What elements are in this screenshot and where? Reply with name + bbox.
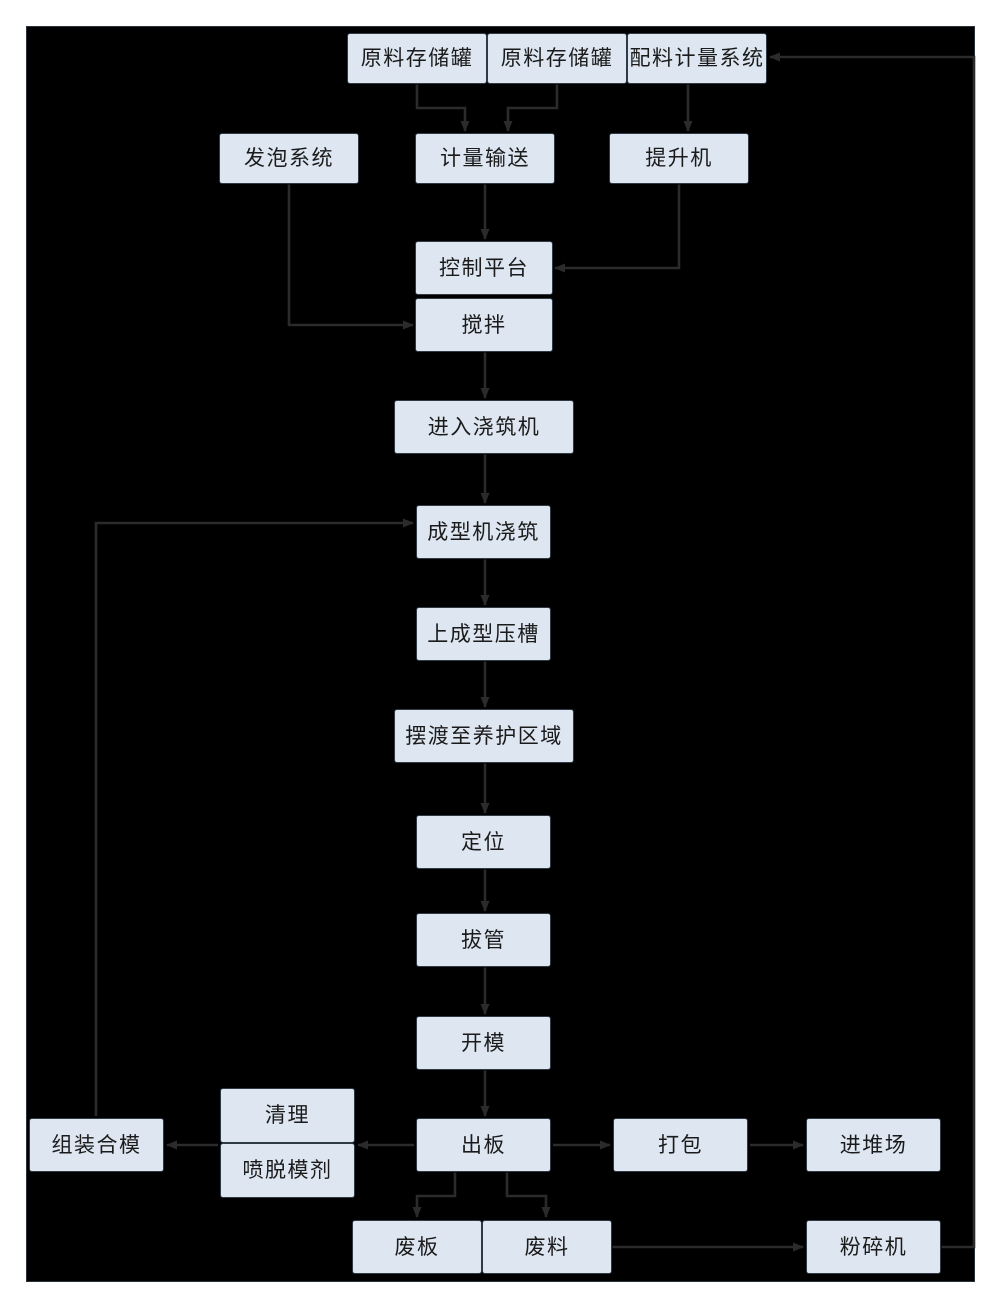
node-label: 提升机 — [645, 146, 713, 170]
node-label: 拔管 — [461, 927, 506, 952]
node-metering[interactable]: 计量输送 — [415, 133, 555, 184]
node-clean[interactable]: 清理 — [220, 1088, 355, 1143]
node-position[interactable]: 定位 — [416, 815, 551, 869]
node-ferry_cure[interactable]: 摆渡至养护区域 — [394, 709, 574, 763]
node-form_cast[interactable]: 成型机浇筑 — [416, 505, 551, 559]
node-packing[interactable]: 打包 — [613, 1118, 748, 1172]
node-label: 进入浇筑机 — [427, 414, 541, 439]
node-label: 组装合模 — [51, 1132, 142, 1157]
node-label: 摆渡至养护区域 — [405, 723, 563, 748]
node-out_board[interactable]: 出板 — [416, 1118, 551, 1172]
node-open_mold[interactable]: 开模 — [416, 1016, 551, 1070]
node-label: 控制平台 — [439, 255, 529, 280]
node-label: 进堆场 — [839, 1132, 908, 1157]
node-label: 发泡系统 — [244, 146, 334, 170]
node-mixing[interactable]: 搅拌 — [415, 298, 553, 352]
node-assemble[interactable]: 组装合模 — [29, 1118, 164, 1172]
node-foaming[interactable]: 发泡系统 — [219, 133, 359, 184]
node-label: 配料计量系统 — [629, 46, 765, 70]
node-label: 开模 — [461, 1030, 506, 1055]
node-label: 原料存储罐 — [500, 46, 614, 70]
node-control[interactable]: 控制平台 — [415, 241, 553, 295]
node-stockyard[interactable]: 进堆场 — [806, 1118, 941, 1172]
node-raw_tank_1[interactable]: 原料存储罐 — [347, 33, 487, 84]
node-waste_board[interactable]: 废板 — [352, 1220, 482, 1274]
node-label: 粉碎机 — [839, 1234, 908, 1259]
node-label: 喷脱模剂 — [242, 1158, 333, 1182]
node-crusher[interactable]: 粉碎机 — [806, 1220, 941, 1274]
node-pull_tube[interactable]: 拔管 — [416, 913, 551, 967]
node-label: 废板 — [394, 1234, 440, 1259]
node-label: 计量输送 — [440, 146, 530, 170]
node-waste_mat[interactable]: 废料 — [482, 1220, 612, 1274]
node-raw_tank_2[interactable]: 原料存储罐 — [487, 33, 627, 84]
node-label: 出板 — [461, 1132, 506, 1157]
node-label: 清理 — [265, 1103, 310, 1127]
node-batching[interactable]: 配料计量系统 — [627, 33, 767, 84]
node-label: 搅拌 — [461, 312, 507, 337]
node-label: 上成型压槽 — [427, 621, 540, 646]
node-label: 打包 — [658, 1132, 703, 1157]
node-label: 定位 — [461, 829, 506, 854]
node-label: 废料 — [524, 1234, 570, 1259]
node-press_slot[interactable]: 上成型压槽 — [416, 607, 551, 661]
node-spray_agent[interactable]: 喷脱模剂 — [220, 1143, 355, 1198]
node-label: 原料存储罐 — [360, 46, 474, 70]
node-elevator[interactable]: 提升机 — [609, 133, 749, 184]
node-into_caster[interactable]: 进入浇筑机 — [394, 400, 574, 454]
node-label: 成型机浇筑 — [427, 519, 540, 544]
